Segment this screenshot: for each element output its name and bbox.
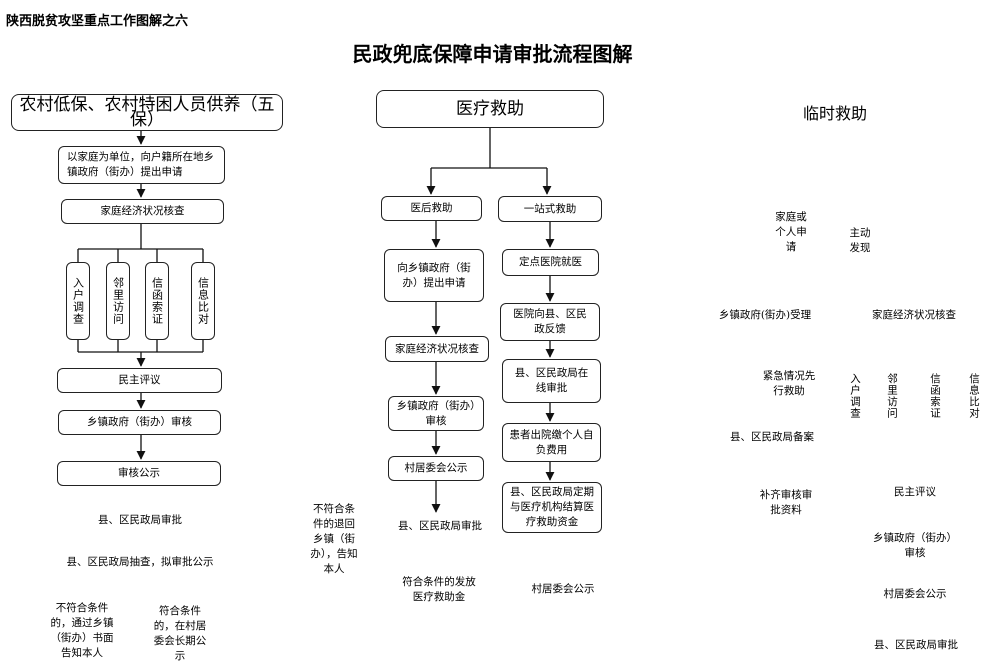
col3-county-record: 县、区民政局备案 bbox=[730, 431, 814, 443]
col3-emergency: 紧急情况先行救助 bbox=[762, 370, 816, 397]
col3-method-neighbor: 邻里访问 bbox=[886, 373, 898, 419]
col1-apply-step: 以家庭为单位，向户籍所在地乡镇政府（街办）提出申请 bbox=[58, 146, 225, 184]
col1-accept-note: 符合条件的，在村居委会长期公示 bbox=[153, 605, 207, 662]
col1-county-approve: 县、区民政局审批 bbox=[98, 514, 182, 526]
col3-town-review: 乡镇政府（街办）审核 bbox=[873, 532, 957, 559]
col1-method-compare: 信息比对 bbox=[191, 262, 215, 340]
col2b-selfpay-step: 患者出院缴个人自负费用 bbox=[502, 423, 601, 462]
col3-family-apply: 家庭或个人申请 bbox=[775, 211, 807, 253]
col3-review: 民主评议 bbox=[894, 486, 936, 498]
col2a-grant-note: 符合条件的发放医疗救助金 bbox=[402, 576, 476, 603]
page-title: 民政兜底保障申请审批流程图解 bbox=[352, 42, 633, 66]
col3-publicity: 村居委会公示 bbox=[883, 588, 947, 600]
col1-town-review-step: 乡镇政府（街办）审核 bbox=[58, 410, 221, 435]
page-header: 陕西脱贫攻坚重点工作图解之六 bbox=[6, 14, 189, 29]
col2-title: 医疗救助 bbox=[376, 90, 604, 128]
col1-method-neighbor: 邻里访问 bbox=[106, 262, 130, 340]
col1-reject-note: 不符合条件的，通过乡镇（街办）书面告知本人 bbox=[50, 602, 114, 659]
col2a-check-step: 家庭经济状况核查 bbox=[385, 336, 489, 362]
col1-review-step: 民主评议 bbox=[57, 368, 222, 393]
col1-method-visit: 入户调查 bbox=[66, 262, 90, 340]
col1-title: 农村低保、农村特困人员供养（五保） bbox=[11, 94, 283, 131]
col3-method-letter: 信函索证 bbox=[929, 373, 941, 419]
col2a-reject-note: 不符合条件的退回乡镇（街办），告知本人 bbox=[310, 503, 358, 575]
col2a-apply-step: 向乡镇政府（街办）提出申请 bbox=[384, 249, 484, 302]
col3-active-find: 主动发现 bbox=[849, 227, 871, 254]
col2a-publicity-step: 村居委会公示 bbox=[388, 456, 484, 481]
col1-county-sample: 县、区民政局抽查，拟审批公示 bbox=[66, 556, 214, 568]
col2b-online-step: 县、区民政局在线审批 bbox=[502, 359, 601, 403]
col1-check-step: 家庭经济状况核查 bbox=[61, 199, 224, 224]
col2b-title: 一站式救助 bbox=[498, 196, 602, 222]
col2b-feedback-step: 医院向县、区民政反馈 bbox=[500, 303, 600, 341]
col3-method-compare: 信息比对 bbox=[968, 373, 980, 419]
col1-publicity-step: 审核公示 bbox=[57, 461, 221, 486]
col2a-title: 医后救助 bbox=[381, 196, 482, 221]
col3-county-approve: 县、区民政局审批 bbox=[874, 639, 958, 651]
col3-town-accept: 乡镇政府(街办)受理 bbox=[718, 309, 812, 321]
col3-title: 临时救助 bbox=[802, 104, 867, 123]
col2b-hospital-step: 定点医院就医 bbox=[502, 249, 599, 276]
col2a-town-review-step: 乡镇政府（街办）审核 bbox=[388, 396, 484, 431]
col2a-county-approve: 县、区民政局审批 bbox=[398, 520, 482, 532]
col3-supplement: 补齐审核审批资料 bbox=[759, 489, 813, 516]
col1-method-letter: 信函索证 bbox=[145, 262, 169, 340]
col2b-publicity: 村居委会公示 bbox=[531, 583, 595, 595]
col2b-settle-step: 县、区民政局定期与医疗机构结算医疗救助资金 bbox=[502, 482, 602, 533]
col3-check: 家庭经济状况核查 bbox=[872, 309, 956, 321]
col3-method-visit: 入户调查 bbox=[849, 373, 861, 419]
